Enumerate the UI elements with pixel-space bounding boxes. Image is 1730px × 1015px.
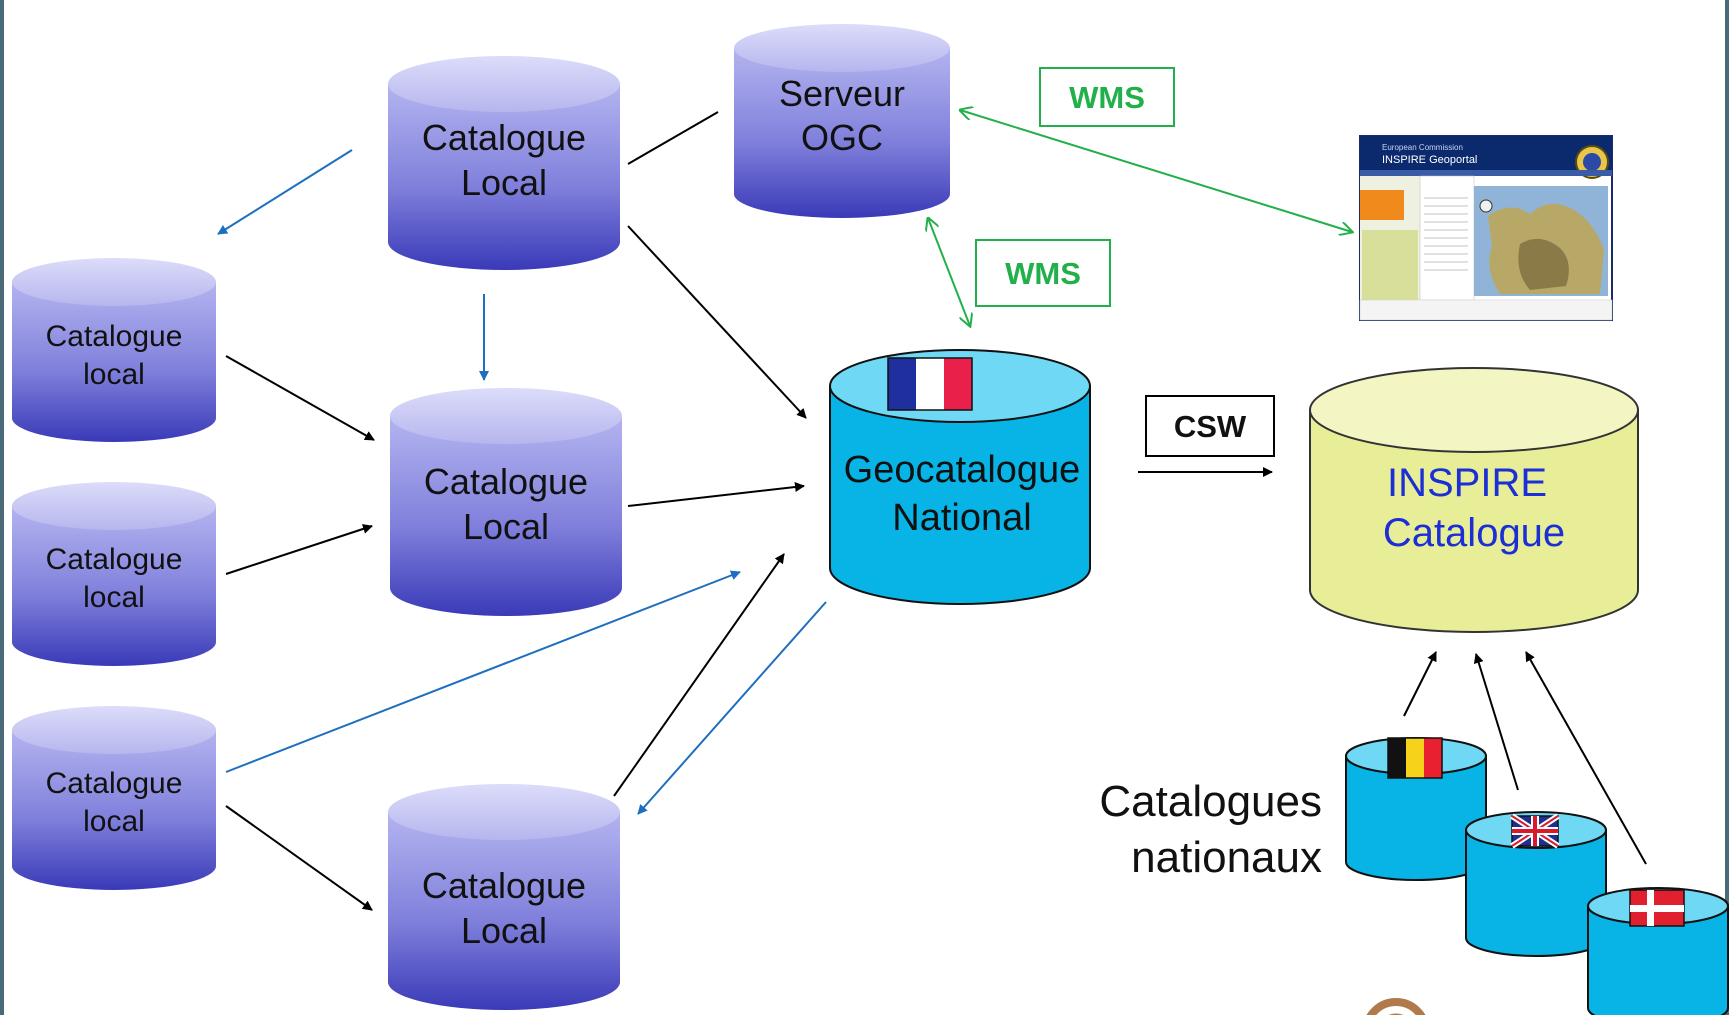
serveur-ogc-line1: Serveur — [779, 73, 905, 114]
catalogue-local-top-line1: Catalogue — [422, 117, 586, 158]
edges-black — [225, 111, 1647, 911]
catalogue-local-top: Catalogue Local — [388, 56, 620, 270]
catalogue-local-bottom: Catalogue Local — [388, 784, 620, 1010]
edge-green-ogc-to-geocatalogue — [928, 218, 970, 326]
national-catalogue-belgium — [1345, 737, 1487, 881]
catalogue-local-left-2-line1: Catalogue — [46, 543, 183, 576]
right-frame-border — [1725, 0, 1729, 1015]
edges-green — [928, 110, 1352, 326]
flag-uk-icon — [1510, 813, 1560, 849]
edge-bottom-to-geocatalogue — [613, 553, 785, 797]
catalogue-local-left-1: Catalogue local — [12, 258, 216, 442]
inspire-catalogue-line1: INSPIRE — [1387, 461, 1547, 505]
national-catalogue-denmark — [1587, 887, 1729, 1015]
catalogue-local-left-2: Catalogue local — [12, 482, 216, 666]
wms-label-middle: WMS — [975, 239, 1111, 307]
catalogue-local-bottom-line2: Local — [461, 910, 547, 951]
catalogue-local-bottom-line1: Catalogue — [422, 865, 586, 906]
flag-france-icon — [887, 357, 973, 411]
edge-blue-geocatalogue-to-bottom — [637, 601, 827, 815]
catalogue-local-left-1-line2: local — [83, 358, 145, 391]
catalogue-local-left-3-line2: local — [83, 805, 145, 838]
catalogue-local-middle-line1: Catalogue — [424, 461, 588, 502]
edge-green-ogc-to-portal — [960, 110, 1352, 232]
edge-left3-to-bottom — [225, 805, 373, 911]
edge-blue-left3-to-geocatalogue — [225, 570, 741, 773]
edge-denmark-to-inspire — [1525, 651, 1647, 865]
catalogue-local-left-3: Catalogue local — [12, 706, 216, 890]
edge-local-top-to-geocatalogue — [627, 225, 807, 419]
edge-middle-to-geocatalogue — [627, 482, 805, 507]
national-catalogue-uk — [1465, 811, 1607, 957]
catalogue-local-top-line2: Local — [461, 162, 547, 203]
edge-uk-to-inspire — [1473, 653, 1519, 791]
wms-label-middle-text: WMS — [1005, 256, 1081, 291]
left-frame-border — [0, 0, 4, 1015]
csw-label: CSW — [1145, 395, 1275, 457]
wms-label-top-text: WMS — [1069, 80, 1145, 115]
geocatalogue-national: Geocatalogue National — [829, 349, 1091, 605]
serveur-ogc: Serveur OGC — [734, 24, 950, 218]
map-pan-icon — [1479, 199, 1493, 213]
catalogue-local-left-1-line1: Catalogue — [46, 320, 183, 353]
partial-logo-icon — [1366, 998, 1426, 1015]
inspire-geoportal-screenshot: European Commission INSPIRE Geoportal — [1359, 135, 1613, 321]
wms-label-top: WMS — [1039, 67, 1175, 127]
catalogue-local-middle-line2: Local — [463, 506, 549, 547]
inspire-catalogue: INSPIRE Catalogue — [1309, 367, 1639, 633]
flag-belgium-icon — [1387, 737, 1443, 779]
geocatalogue-national-line2: National — [892, 497, 1031, 539]
catalogues-nationaux-line2: nationaux — [1131, 833, 1322, 882]
portal-title: INSPIRE Geoportal — [1382, 154, 1477, 166]
serveur-ogc-line2: OGC — [801, 117, 883, 158]
edge-blue-local-top-to-left1 — [217, 149, 353, 235]
inspire-catalogue-line2: Catalogue — [1383, 511, 1565, 555]
catalogue-local-middle: Catalogue Local — [390, 388, 622, 616]
edges-blue — [217, 149, 827, 815]
catalogues-nationaux-line1: Catalogues — [1099, 777, 1322, 826]
catalogue-local-left-2-line2: local — [83, 581, 145, 614]
edge-left1-to-middle — [225, 355, 375, 441]
edge-belgium-to-inspire — [1403, 651, 1437, 717]
eu-emblem-inner-icon — [1583, 153, 1601, 171]
catalogue-local-left-3-line1: Catalogue — [46, 767, 183, 800]
edge-left2-to-middle — [225, 524, 373, 575]
edge-local-top-to-ogc — [627, 111, 719, 165]
flag-denmark-icon — [1629, 889, 1685, 927]
geocatalogue-national-line1: Geocatalogue — [844, 449, 1081, 491]
csw-label-text: CSW — [1174, 409, 1247, 444]
portal-subtitle: European Commission — [1382, 143, 1463, 152]
